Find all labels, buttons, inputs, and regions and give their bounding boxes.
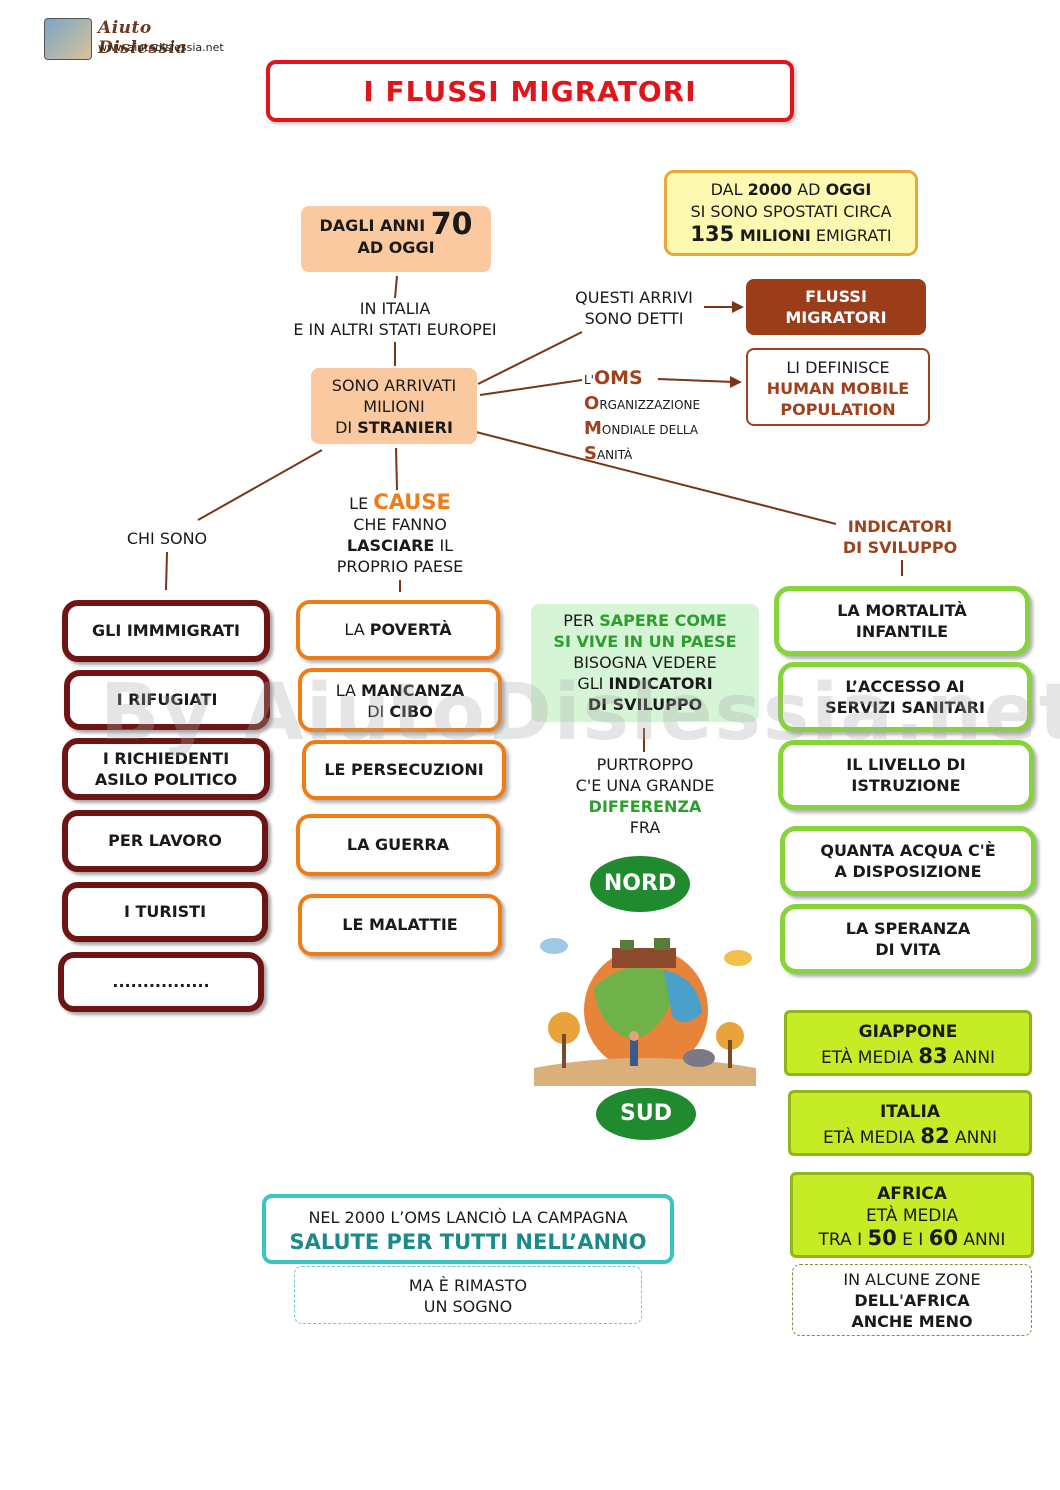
arrow-oms-definisce bbox=[657, 378, 735, 383]
connector-stranieri-indicatori bbox=[475, 431, 837, 525]
connector-70-italia bbox=[394, 275, 398, 299]
list-item-immigrants: GLI IMMMIGRATI bbox=[62, 600, 270, 662]
life-italy: ITALIA ETÀ MEDIA 82 ANNI bbox=[788, 1090, 1032, 1156]
page-title: I FLUSSI MIGRATORI bbox=[266, 60, 794, 122]
life-japan: GIAPPONE ETÀ MEDIA 83 ANNI bbox=[784, 1010, 1032, 1076]
arrowhead-flussi bbox=[732, 301, 744, 313]
oms-acronym: L'OMS ORGANIZZAZIONE MONDIALE DELLA SANI… bbox=[584, 367, 701, 464]
list-item-refugees: I RIFUGIATI bbox=[64, 670, 270, 730]
difference-label: PURTROPPO C'E UNA GRANDE DIFFERENZA FRA bbox=[575, 755, 715, 837]
arrowhead-definisce bbox=[730, 376, 742, 388]
list-item-work: PER LAVORO bbox=[62, 810, 268, 872]
connector-stranieri-oms bbox=[479, 379, 583, 396]
life-africa: AFRICA ETÀ MEDIA TRA I 50 E I 60 ANNI bbox=[790, 1172, 1034, 1258]
cause-persecution: LE PERSECUZIONI bbox=[302, 740, 506, 800]
north-oval: NORD bbox=[590, 856, 690, 912]
cause-diseases: LE MALATTIE bbox=[298, 894, 502, 956]
connector-stranieri-cause bbox=[395, 447, 398, 491]
causes-label: LE CAUSE CHE FANNO LASCIARE IL PROPRIO P… bbox=[336, 490, 464, 577]
since-70s-box: DAGLI ANNI 70 AD OGGI bbox=[301, 206, 491, 272]
foreigners-box: SONO ARRIVATI MILIONI DI STRANIERI bbox=[311, 368, 477, 444]
south-oval: SUD bbox=[596, 1088, 696, 1140]
logo-name: Aiuto Dislessia bbox=[98, 18, 188, 58]
cause-war: LA GUERRA bbox=[296, 814, 500, 876]
health-campaign-box: NEL 2000 L’OMS LANCIÒ LA CAMPAGNA SALUTE… bbox=[262, 1194, 674, 1264]
book-icon bbox=[44, 18, 92, 60]
list-item-blank: ................ bbox=[58, 952, 264, 1012]
connector-stranieri-chisono bbox=[197, 449, 323, 521]
site-logo[interactable]: Aiuto Dislessia www.aiutodislessia.net bbox=[44, 16, 234, 62]
how-to-know-box: PER SAPERE COME SI VIVE IN UN PAESE BISO… bbox=[531, 604, 759, 722]
emigrants-info-box: DAL 2000 AD OGGI SI SONO SPOSTATI CIRCA … bbox=[664, 170, 918, 256]
earth-climate-illustration bbox=[534, 938, 756, 1086]
cause-poverty: LA POVERTÀ bbox=[296, 600, 500, 660]
connector-stranieri-arrivi bbox=[477, 331, 583, 385]
logo-url: www.aiutodislessia.net bbox=[98, 41, 224, 54]
connector-chisono-list bbox=[165, 551, 168, 591]
watermark: By AiutoDislessia.net bbox=[100, 668, 1060, 758]
who-label: CHI SONO bbox=[126, 529, 208, 548]
human-mobile-box: LI DEFINISCE HUMAN MOBILE POPULATION bbox=[746, 348, 930, 426]
list-item-tourists: I TURISTI bbox=[62, 882, 268, 942]
africa-less-box: IN ALCUNE ZONE DELL'AFRICA ANCHE MENO bbox=[792, 1264, 1032, 1336]
